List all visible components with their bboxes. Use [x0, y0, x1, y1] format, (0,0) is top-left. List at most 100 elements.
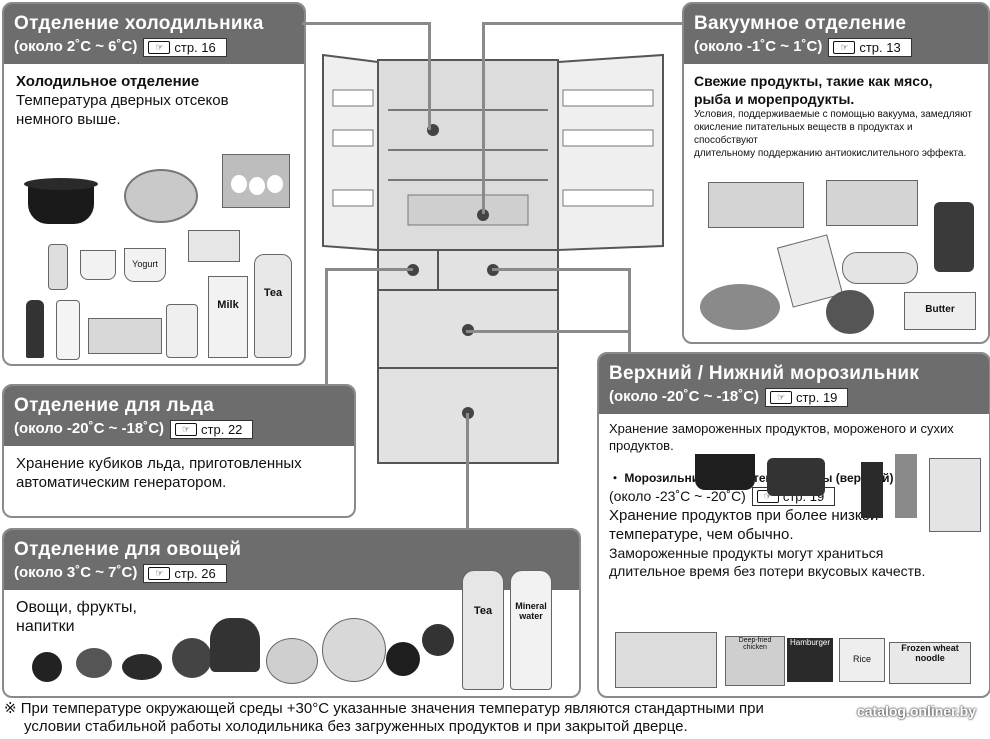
footnote-line-1: ※ При температуре окружающей среды +30°C… — [4, 700, 764, 717]
fridge-desc-1: Температура дверных отсеков — [16, 92, 229, 109]
ice-temp: (около -20˚C ~ -18˚C) — [14, 420, 165, 437]
vacuum-title: Вакуумное отделение — [694, 13, 907, 34]
vacuum-panel: Вакуумное отделение (около -1˚C ~ 1˚C) ☞… — [682, 2, 990, 344]
vacuum-heading-1: Свежие продукты, такие как мясо, — [694, 73, 933, 89]
freezer-desc-1: Хранение замороженных продуктов, морожен… — [609, 421, 954, 436]
leader-line — [628, 268, 631, 352]
leader-line — [482, 22, 485, 214]
fridge-title: Отделение холодильника — [14, 13, 264, 34]
freezer-panel: Верхний / Нижний морозильник (около -20˚… — [597, 352, 990, 698]
vacuum-desc-3: длительному поддержанию антиокислительно… — [694, 148, 967, 159]
pointing-hand-icon: ☞ — [175, 422, 198, 436]
vacuum-page-ref: ☞стр. 13 — [828, 37, 912, 57]
frozen-bag-icon — [615, 632, 717, 688]
eggs-icon — [222, 154, 290, 208]
ice-page-ref: ☞стр. 22 — [170, 419, 254, 439]
veg-temp: (около 3˚C ~ 7˚C) — [14, 564, 138, 581]
water-bottle-icon: Mineral water — [510, 570, 552, 690]
onion-icon — [32, 652, 62, 682]
butter-icon: Butter — [904, 292, 976, 330]
freezer-page-ref: ☞стр. 19 — [765, 387, 849, 407]
tea-bottle-icon: Tea — [462, 570, 504, 690]
vacuum-panel-header: Вакуумное отделение (около -1˚C ~ 1˚C) ☞… — [684, 4, 988, 64]
covered-dish-icon — [124, 169, 198, 223]
sausage-bag-icon — [934, 202, 974, 272]
chicken-bag-icon: Deep-fried chicken — [725, 636, 785, 686]
cabbage-icon — [322, 618, 386, 682]
leader-line — [325, 268, 413, 271]
mineral-label: Mineral water — [515, 601, 547, 621]
roll-icon — [842, 252, 918, 284]
apple-icon — [386, 642, 420, 676]
shiitake-icon — [172, 638, 212, 678]
can-icon — [166, 304, 198, 358]
white-bottle-icon — [56, 300, 80, 360]
freezer-sub-temp: (около -23˚C ~ -20˚C) — [609, 488, 746, 504]
fridge-temp: (около 2˚C ~ 6˚C) — [14, 38, 138, 55]
coffee-bag-icon — [861, 462, 883, 518]
sliced-sausage-icon — [826, 290, 874, 334]
freezer-temp: (около -20˚C ~ -18˚C) — [609, 388, 760, 405]
vacuum-heading-2: рыба и морепродукты. — [694, 91, 855, 107]
ice-desc-2: автоматическим генератором. — [16, 474, 227, 491]
yogurt-icon: Yogurt — [124, 248, 166, 282]
cabbage-half-icon — [266, 638, 318, 684]
freezer-sub-desc-2: температуре, чем обычно. — [609, 526, 794, 543]
ice-cream-tub-icon — [695, 454, 755, 490]
pointing-hand-icon: ☞ — [833, 40, 856, 54]
food-tray-icon — [88, 318, 162, 354]
leader-line — [428, 22, 431, 130]
snack-bag-icon — [895, 454, 917, 518]
mushroom-icon — [76, 648, 112, 678]
vacuum-desc-1: Условия, поддерживаемые с помощью вакуум… — [694, 109, 972, 120]
tea-bottle-icon: Tea — [254, 254, 292, 358]
fridge-heading: Холодильное отделение — [16, 73, 200, 90]
pointing-hand-icon: ☞ — [148, 566, 171, 580]
vacuum-temp: (около -1˚C ~ 1˚C) — [694, 38, 823, 55]
milk-carton-icon: Milk — [208, 276, 248, 358]
fridge-page-ref: ☞стр. 16 — [143, 37, 227, 57]
leader-line — [482, 22, 682, 25]
freezer-title: Верхний / Нижний морозильник — [609, 363, 920, 384]
leader-line — [466, 413, 469, 529]
tea-label: Tea — [263, 287, 283, 299]
oysters-icon — [700, 284, 780, 330]
container-icon — [767, 458, 825, 496]
watermark: catalog.onliner.by — [856, 703, 976, 719]
pointing-hand-icon: ☞ — [770, 390, 793, 404]
freezer-sub-desc-4: длительное время без потери вкусовых кач… — [609, 563, 926, 579]
noodle-bag-icon: Frozen wheat noodle — [889, 642, 971, 684]
freezer-panel-header: Верхний / Нижний морозильник (около -20˚… — [599, 354, 989, 414]
fish-tray-icon — [826, 180, 918, 226]
fridge-panel: Отделение холодильника (около 2˚C ~ 6˚C)… — [2, 2, 306, 366]
pointing-hand-icon: ☞ — [148, 40, 171, 54]
vacuum-desc-2: окисление питательных веществ в продукта… — [694, 122, 913, 146]
footnote-line-2: условии стабильной работы холодильника б… — [24, 718, 688, 735]
freezer-desc-2: продуктов. — [609, 438, 674, 453]
leader-line — [325, 268, 328, 384]
ice-title: Отделение для льда — [14, 395, 215, 416]
pot-icon — [22, 174, 100, 226]
ice-panel-header: Отделение для льда (около -20˚C ~ -18˚C)… — [4, 386, 354, 446]
meat-tray-icon — [708, 182, 804, 228]
footnote: ※ При температуре окружающей среды +30°C… — [4, 700, 984, 736]
fridge-panel-header: Отделение холодильника (около 2˚C ~ 6˚C)… — [4, 4, 304, 64]
rice-bag-icon: Rice — [839, 638, 885, 682]
ice-desc-1: Хранение кубиков льда, приготовленных — [16, 455, 302, 472]
sauce-bottle-icon — [26, 300, 44, 358]
eggplant-icon — [122, 654, 162, 680]
veg-page-ref: ☞стр. 26 — [143, 563, 227, 583]
hamburger-box-icon: Hamburger — [787, 638, 833, 682]
bread-bag-icon — [929, 458, 981, 532]
leader-line — [492, 268, 630, 271]
cup-icon — [80, 250, 116, 280]
leader-line — [466, 330, 630, 333]
tea-label: Tea — [473, 605, 493, 617]
berries-icon — [422, 624, 454, 656]
veg-title: Отделение для овощей — [14, 539, 242, 560]
milk-label: Milk — [217, 299, 239, 311]
veg-desc-2: напитки — [16, 618, 75, 635]
ice-panel: Отделение для льда (около -20˚C ~ -18˚C)… — [2, 384, 356, 518]
cake-icon — [188, 230, 240, 262]
freezer-sub-desc-3: Замороженные продукты могут храниться — [609, 545, 884, 561]
